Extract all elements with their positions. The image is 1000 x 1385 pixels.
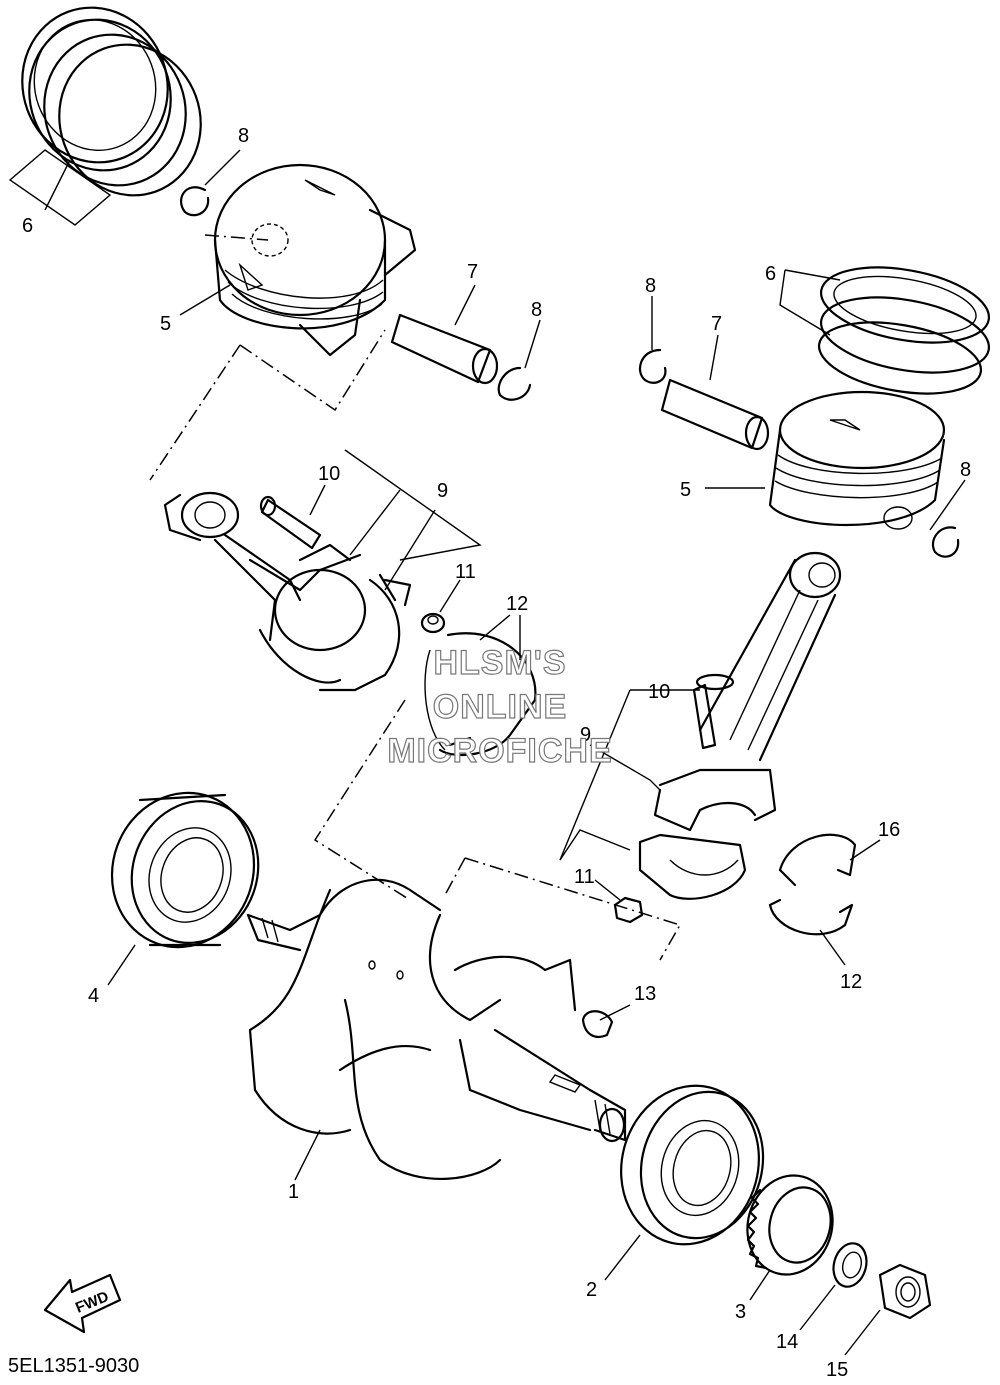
callout-8: 8 [645,275,656,297]
callout-2: 2 [586,1279,597,1301]
callout-7: 7 [467,261,478,283]
circlip-left-2 [497,366,532,401]
piston-rings-left [21,6,202,197]
piston-rings-right [817,266,991,395]
bearing-left [110,791,260,949]
callout-8: 8 [960,459,971,481]
callout-12: 12 [840,971,862,993]
washer [832,1242,868,1288]
callout-3: 3 [735,1301,746,1323]
callout-16: 16 [878,819,900,841]
callout-10: 10 [318,463,340,485]
watermark-line-2: ONLINE [433,688,567,726]
crankshaft [246,878,627,1180]
connecting-rod-right [613,551,842,924]
watermark: HLSM'S ONLINE MICROFICHE [387,643,613,770]
piston-left [213,163,417,357]
woodruff-key [581,1010,614,1038]
connecting-rod-left [163,491,446,692]
circlip-right-2 [931,526,960,558]
callout-5: 5 [160,313,171,335]
callout-12: 12 [506,593,528,615]
circlip-left-1 [180,186,210,217]
diagram-code: 5EL1351-9030 [8,1355,139,1377]
callout-10: 10 [648,681,670,703]
bearing-right [620,1084,765,1246]
watermark-line-3: MICROFICHE [387,732,612,770]
callout-4: 4 [88,985,99,1007]
piston-right [768,390,946,530]
callout-6: 6 [765,263,776,285]
callout-15: 15 [826,1359,848,1381]
callout-11: 11 [574,866,595,888]
callout-8: 8 [238,125,249,147]
bearing-shells-right [768,833,857,936]
callout-7: 7 [711,313,722,335]
watermark-line-1: HLSM'S [433,644,566,682]
fwd-arrow-icon: FWD [43,1273,122,1334]
callout-5: 5 [680,479,691,501]
primary-drive-gear [746,1174,834,1276]
callout-6: 6 [22,215,33,237]
circlip-right-1 [638,348,667,384]
callout-9: 9 [437,480,448,502]
callout-9: 9 [580,724,591,746]
alignment-lines [149,234,682,961]
leader-lines [8,149,966,1356]
callout-labels: 8 6 5 7 8 8 6 7 5 8 10 9 11 12 10 9 11 1… [22,125,971,1381]
callout-13: 13 [634,983,656,1005]
callout-1: 1 [288,1181,299,1203]
piston-pin-right [660,378,770,451]
callout-8: 8 [531,299,542,321]
nut [878,1263,932,1320]
callout-14: 14 [776,1331,798,1353]
callout-11: 11 [455,561,476,583]
bearing-shell-left [424,632,537,757]
piston-pin-left [390,313,499,385]
